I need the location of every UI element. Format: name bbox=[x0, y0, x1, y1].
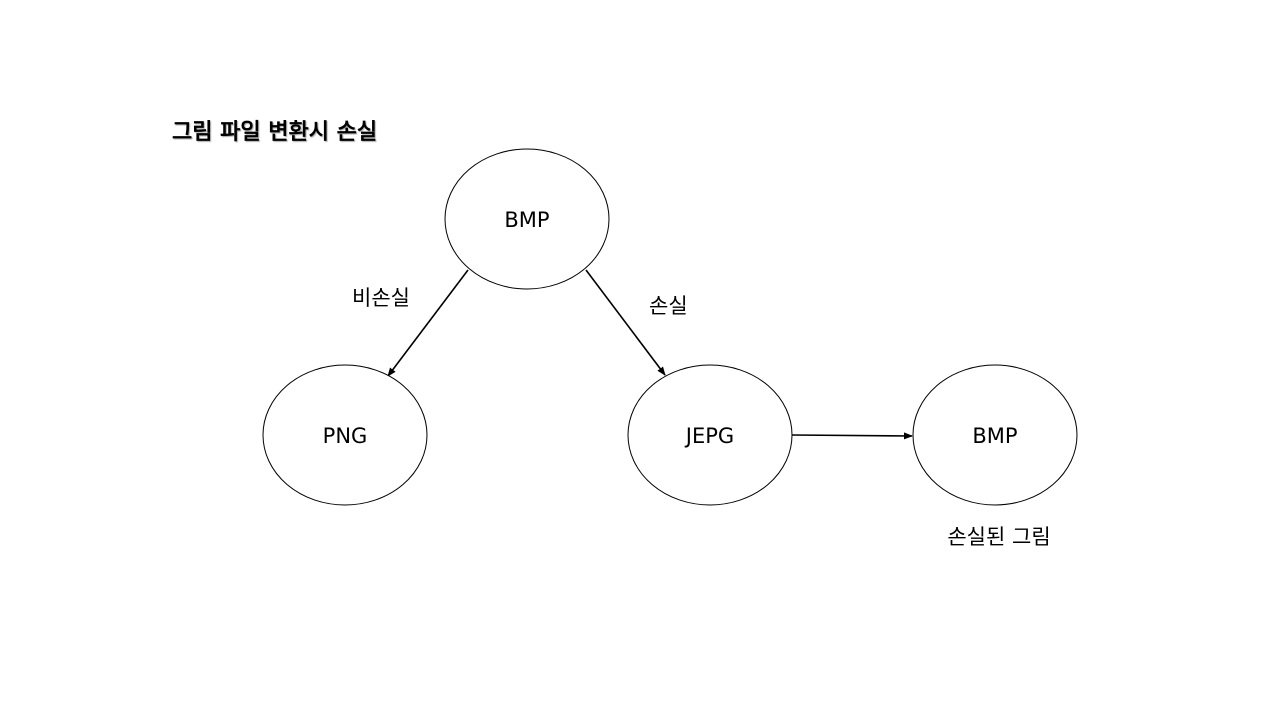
edge-label-lossless: 비손실 bbox=[352, 286, 410, 310]
node-label-bmp-result: BMP bbox=[972, 424, 1017, 448]
edge-bmp-to-png bbox=[387, 269, 469, 377]
node-png: PNG bbox=[262, 364, 428, 506]
diagram-title: 그림 파일 변환시 손실 bbox=[172, 120, 378, 145]
node-label-bmp-source: BMP bbox=[504, 208, 549, 232]
node-label-jepg: JEPG bbox=[684, 424, 734, 448]
edge-bmp-to-jepg bbox=[585, 269, 666, 376]
edge-jepg-to-bmp bbox=[791, 432, 913, 440]
node-label-png: PNG bbox=[323, 424, 368, 448]
node-bmp-result: BMP bbox=[912, 364, 1078, 506]
node-bmp-source: BMP bbox=[444, 148, 610, 290]
node-jepg: JEPG bbox=[627, 364, 793, 506]
result-caption: 손실된 그림 bbox=[947, 525, 1050, 549]
edge-label-lossy: 손실 bbox=[649, 294, 688, 318]
